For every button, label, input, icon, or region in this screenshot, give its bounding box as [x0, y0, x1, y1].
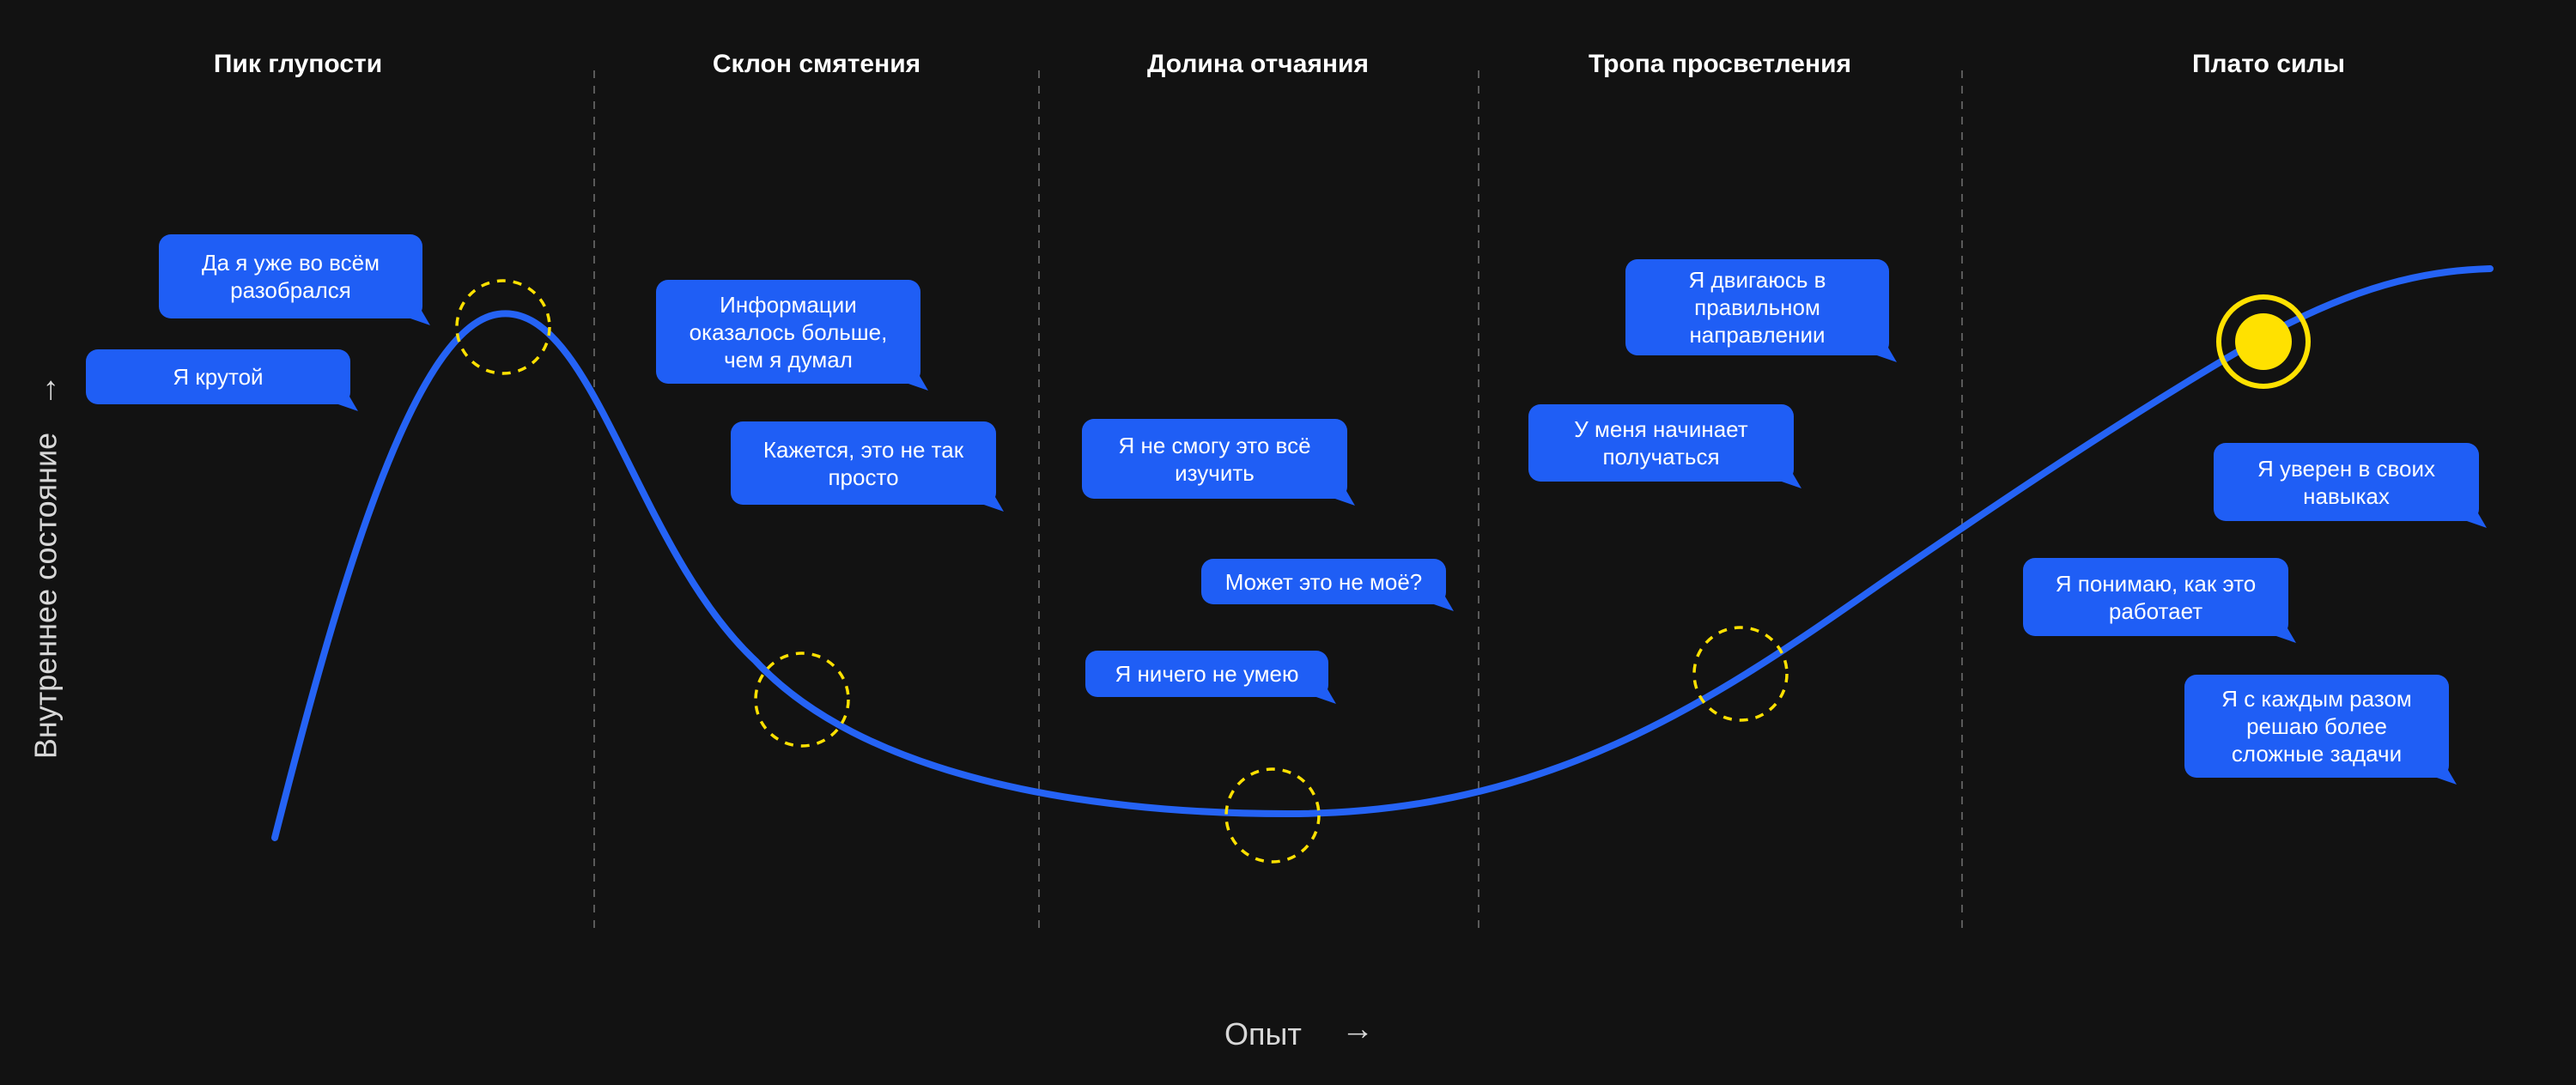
marker-current-dot — [2235, 313, 2292, 370]
bubble-text: Я крутой — [173, 364, 264, 390]
speech-bubble: Кажется, это не так просто — [731, 421, 1004, 512]
bubble-text: У меня начинает получаться — [1574, 416, 1748, 470]
stage-title-path: Тропа просветления — [1588, 50, 1852, 78]
stage-title-peak: Пик глупости — [213, 50, 383, 78]
speech-bubble: Информации оказалось больше, чем я думал — [656, 280, 928, 391]
stage-markers — [455, 279, 2311, 864]
experience-curve — [271, 265, 2494, 841]
bubble-text: Я ничего не умею — [1115, 661, 1299, 687]
bubble-text: Да я уже во всём разобрался — [201, 250, 380, 303]
speech-bubble: Может это не моё? — [1201, 559, 1454, 611]
marker-peak-dashed — [455, 279, 551, 375]
speech-bubble: Я крутой — [86, 349, 358, 411]
speech-bubble: Я понимаю, как это работает — [2023, 558, 2296, 643]
speech-bubble: Да я уже во всём разобрался — [159, 234, 430, 325]
bubble-text: Я с каждым разом решаю более сложные зад… — [2221, 686, 2412, 767]
x-axis-arrow-icon: → — [1341, 1011, 1374, 1047]
bubble-text: Я двигаюсь в правильном направлении — [1688, 267, 1826, 348]
bubble-text: Информации оказалось больше, чем я думал — [689, 291, 888, 373]
speech-bubble: Я не смогу это всё изучить — [1082, 419, 1355, 506]
x-axis-label: Опыт — [1224, 1016, 1302, 1052]
divider-lines — [593, 70, 1963, 929]
speech-bubble: Я ничего не умею — [1085, 651, 1336, 704]
bubble-text: Кажется, это не так просто — [762, 436, 964, 490]
y-axis: Внутреннее состояние → — [28, 374, 65, 759]
marker-path-dashed — [1692, 626, 1789, 722]
bubble-text: Я не смогу это всё изучить — [1118, 432, 1311, 486]
speech-bubble: Я двигаюсь в правильном направлении — [1625, 259, 1897, 362]
marker-current-ring — [2216, 294, 2311, 389]
speech-bubble: Я с каждым разом решаю более сложные зад… — [2184, 675, 2457, 785]
stage-title-plateau: Плато силы — [2191, 50, 2346, 78]
marker-slope-dashed — [754, 652, 850, 748]
speech-bubble: У меня начинает получаться — [1528, 404, 1801, 488]
bubble-text: Может это не моё? — [1224, 568, 1423, 595]
speech-bubble: Я уверен в своих навыках — [2214, 443, 2487, 528]
bubble-text: Я уверен в своих навыках — [2257, 455, 2436, 509]
marker-valley-dashed — [1224, 767, 1321, 864]
stage-title-valley: Долина отчаяния — [1147, 50, 1369, 78]
stage-title-slope: Склон смятения — [712, 50, 921, 78]
y-axis-label: Внутреннее состояние — [27, 432, 64, 760]
bubble-text: Я понимаю, как это работает — [2055, 570, 2257, 624]
y-axis-arrow-icon: → — [27, 373, 64, 407]
